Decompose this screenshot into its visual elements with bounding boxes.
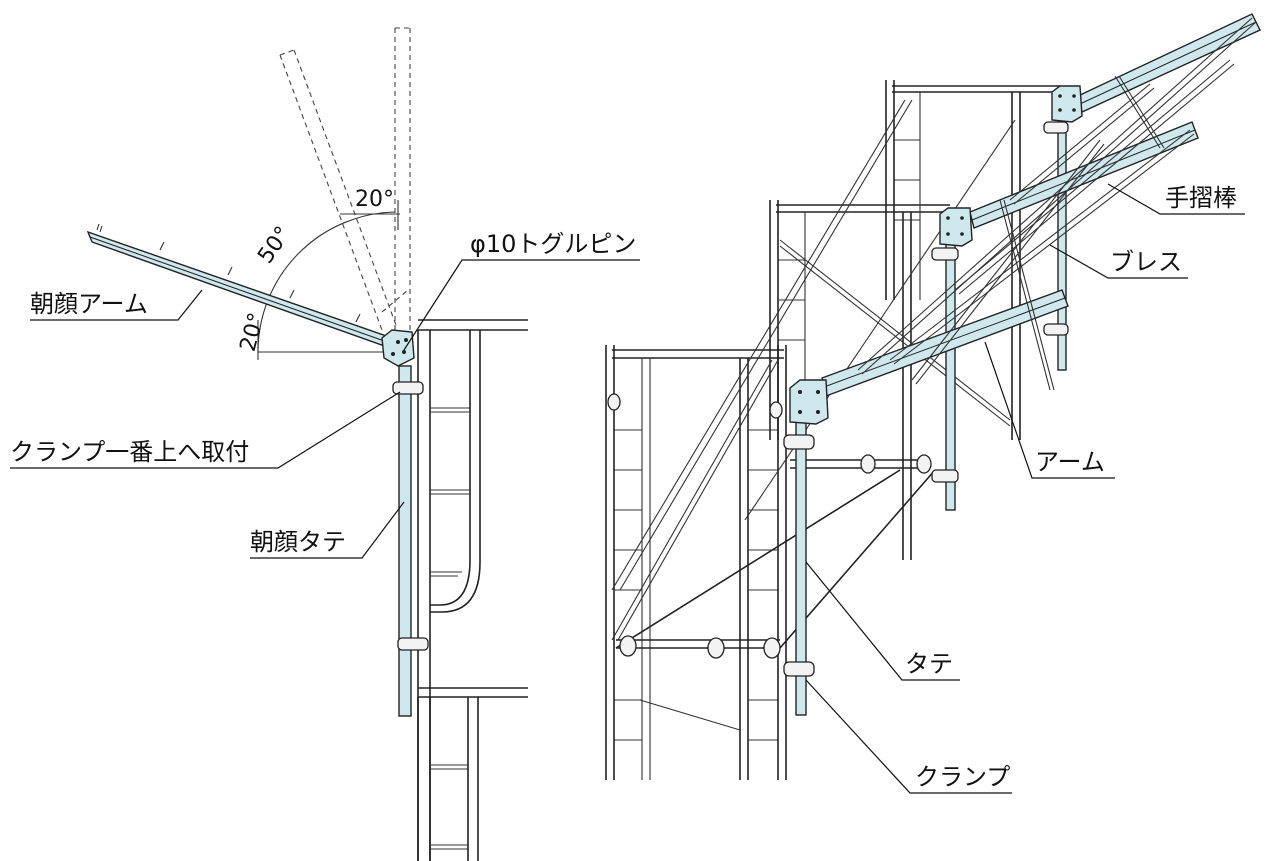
brace-label: ブレス bbox=[1110, 248, 1182, 276]
arm-alternate-positions bbox=[279, 27, 411, 340]
clamp-top-label: クランプ一番上へ取付 bbox=[10, 438, 249, 466]
scaffold-frame-left bbox=[417, 319, 528, 861]
post-label: 朝顔タテ bbox=[250, 528, 346, 556]
angle-label-20-top: 20° bbox=[355, 187, 394, 212]
morning-glory-post bbox=[392, 365, 429, 717]
clamp-label-right: クランプ bbox=[915, 763, 1010, 791]
joint-plate bbox=[381, 329, 415, 367]
arm-label-right: アーム bbox=[1035, 448, 1105, 476]
scaffold-frames-right bbox=[605, 80, 1060, 780]
angle-indicators bbox=[257, 200, 400, 360]
angle-label-50: 50° bbox=[253, 222, 296, 268]
right-perspective-view: 手摺棒 ブレス アーム タテ クランプ bbox=[605, 13, 1261, 794]
right-posts bbox=[783, 109, 1069, 716]
handrail-label: 手摺棒 bbox=[1165, 184, 1237, 212]
post-label-right: タテ bbox=[905, 650, 953, 678]
arm-label: 朝顔アーム bbox=[30, 290, 148, 318]
angle-label-20-bottom: 20° bbox=[236, 310, 270, 354]
handrails-and-braces bbox=[857, 17, 1257, 391]
right-joint-plates bbox=[789, 85, 1083, 425]
left-side-view: 朝顔アーム φ10トグルピン クランプ一番上へ取付 朝顔タテ 20° 50° 2… bbox=[10, 27, 640, 861]
right-labels: 手摺棒 ブレス アーム タテ クランプ bbox=[805, 183, 1245, 794]
pin-label: φ10トグルピン bbox=[470, 230, 636, 258]
